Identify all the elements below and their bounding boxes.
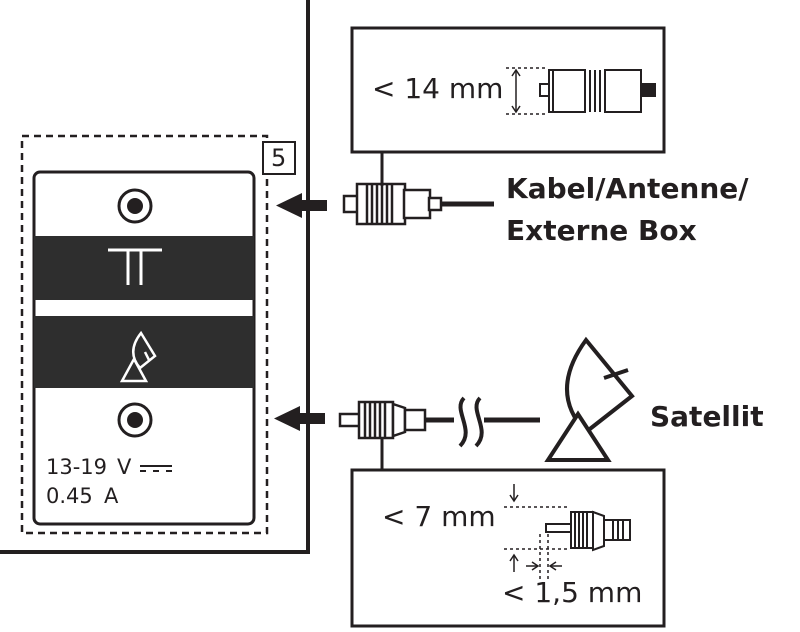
coax-socket-icon <box>117 188 153 224</box>
antenna-icon <box>108 248 162 285</box>
cable-label-line2: Externe Box <box>506 214 697 247</box>
cable-break-left <box>458 396 468 448</box>
f-max-diameter: < 7 mm <box>382 500 496 533</box>
arrow-to-satellite-socket <box>274 406 325 431</box>
f-connector-icon <box>338 400 427 440</box>
step-number: 5 <box>271 144 287 172</box>
dimension-marker-7mm <box>504 484 570 572</box>
terminal-area <box>20 134 269 535</box>
dimension-marker-14mm <box>506 67 548 115</box>
current-unit: A <box>104 484 119 508</box>
coax-socket-icon <box>117 402 153 438</box>
step-number-box <box>262 141 296 175</box>
iec-connector-icon <box>342 182 443 226</box>
f-dimension-box <box>350 468 666 628</box>
satellite-dish-large-icon <box>544 336 635 462</box>
antenna-band <box>34 236 254 300</box>
voltage-value: 13-19 <box>46 455 108 479</box>
cable-label-line1: Kabel/Antenne/ <box>506 172 749 205</box>
iec-connector-small-icon <box>539 69 656 113</box>
current-value: 0.45 <box>46 484 93 508</box>
dimension-marker-1-5mm <box>526 534 562 582</box>
dc-symbol-icon <box>140 465 172 472</box>
arrow-to-antenna-socket <box>276 193 327 218</box>
f-connector-small-icon <box>545 510 631 552</box>
f-max-pin: < 1,5 mm <box>502 576 643 609</box>
satellite-label: Satellit <box>650 400 764 433</box>
satellite-dish-icon <box>119 330 157 383</box>
cable-break-right <box>474 396 484 448</box>
voltage-unit: V <box>117 455 132 479</box>
tv-back-outline <box>0 0 310 554</box>
iec-max-diameter: < 14 mm <box>372 72 504 105</box>
